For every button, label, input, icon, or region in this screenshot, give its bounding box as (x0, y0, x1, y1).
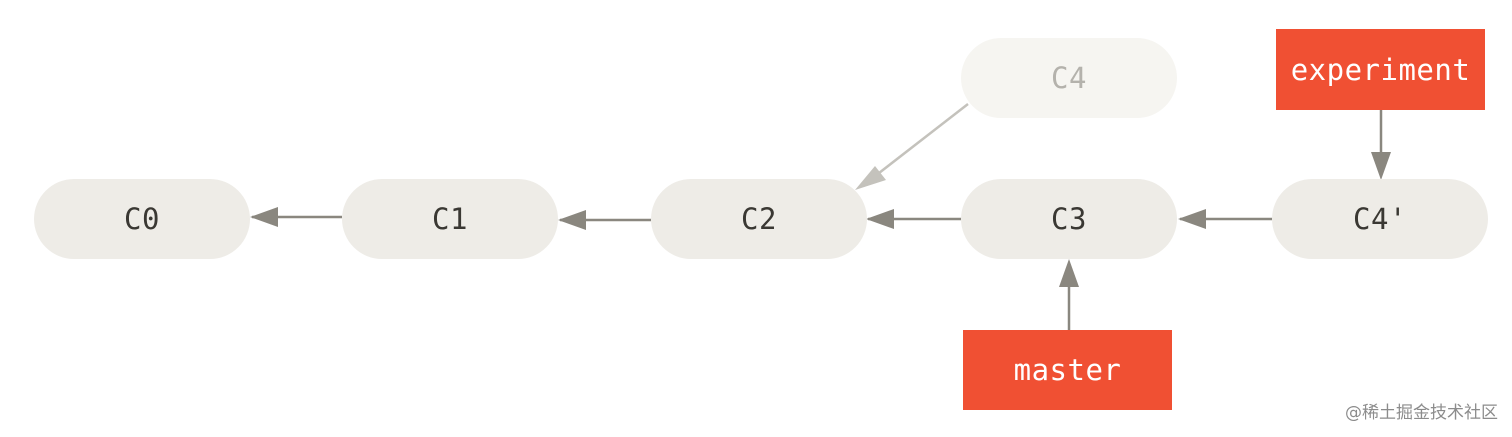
branch-label: experiment (1290, 52, 1471, 87)
commit-label: C0 (124, 202, 160, 236)
commit-label: C2 (741, 202, 777, 236)
commit-label: C3 (1051, 202, 1087, 236)
edge-c1-c0-arrowhead (250, 207, 278, 227)
commit-label: C1 (432, 202, 468, 236)
commit-label: C4' (1353, 202, 1407, 236)
commit-c0: C0 (34, 179, 250, 259)
commit-c4-original: C4 (961, 38, 1177, 118)
branch-label: master (1013, 353, 1122, 387)
edge-c2-c1-arrowhead (558, 210, 586, 230)
edge-c4-c2-arrowhead (855, 166, 886, 190)
branch-experiment: experiment (1276, 29, 1485, 110)
commit-c4-prime: C4' (1272, 179, 1488, 259)
branch-master: master (963, 330, 1172, 410)
edge-experiment-c4prime-arrowhead (1371, 152, 1391, 180)
commit-c3: C3 (961, 179, 1177, 259)
edge-master-c3-arrowhead (1059, 259, 1079, 287)
edge-c4prime-c3-arrowhead (1178, 209, 1206, 229)
commit-label: C4 (1051, 61, 1087, 95)
edge-c3-c2-arrowhead (866, 209, 894, 229)
commit-c2: C2 (651, 179, 867, 259)
commit-c1: C1 (342, 179, 558, 259)
edge-c4-c2 (869, 103, 969, 181)
watermark-text: @稀土掘金技术社区 (1345, 403, 1498, 423)
